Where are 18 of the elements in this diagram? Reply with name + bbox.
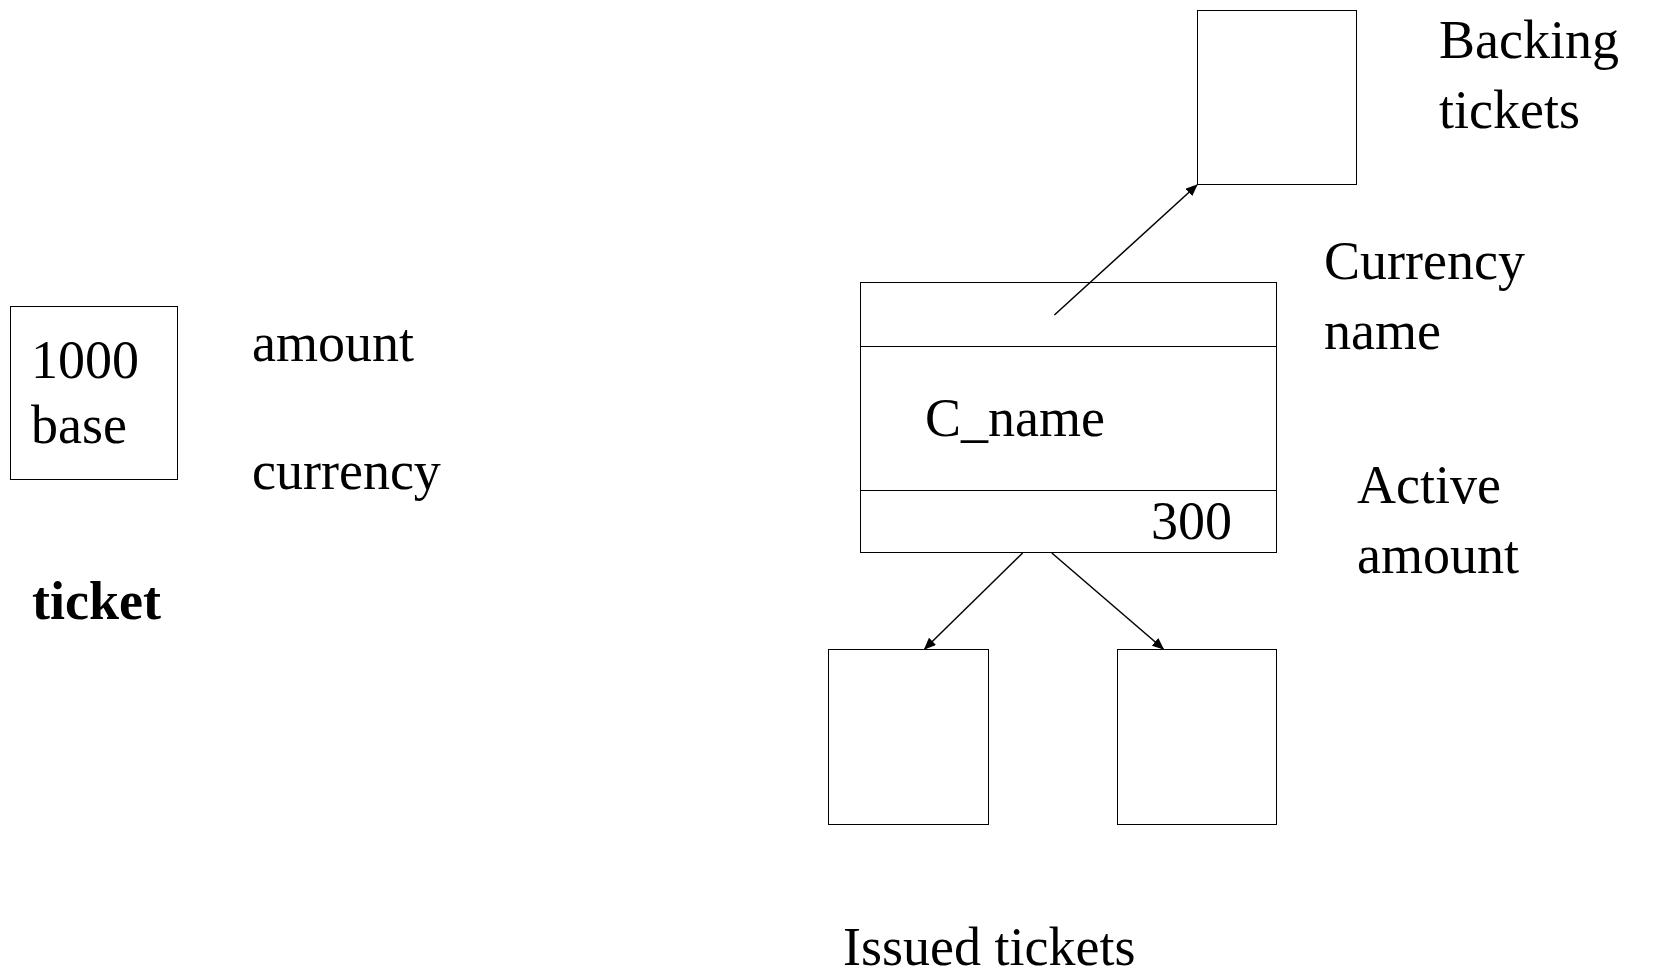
text-label: currency (252, 440, 442, 503)
arrow (1051, 552, 1165, 650)
record-box (860, 282, 1277, 553)
text-label: Currency name (1324, 230, 1526, 364)
node-text: base (31, 394, 128, 457)
text-label: amount (252, 312, 415, 375)
arrow (1053, 184, 1198, 316)
text-label: Issued tickets (843, 916, 1137, 976)
ticket-box (1117, 649, 1277, 825)
node-text: C_name (925, 387, 1105, 451)
node-text: 1000 (31, 329, 140, 393)
arrow (923, 552, 1024, 650)
value-box (10, 306, 178, 480)
text-label: Active amount (1357, 454, 1520, 588)
text-label: ticket (32, 570, 162, 633)
ticket-box (828, 649, 989, 825)
box-caption: Backing tickets (1439, 9, 1620, 143)
node-text: 300 (1151, 490, 1232, 554)
